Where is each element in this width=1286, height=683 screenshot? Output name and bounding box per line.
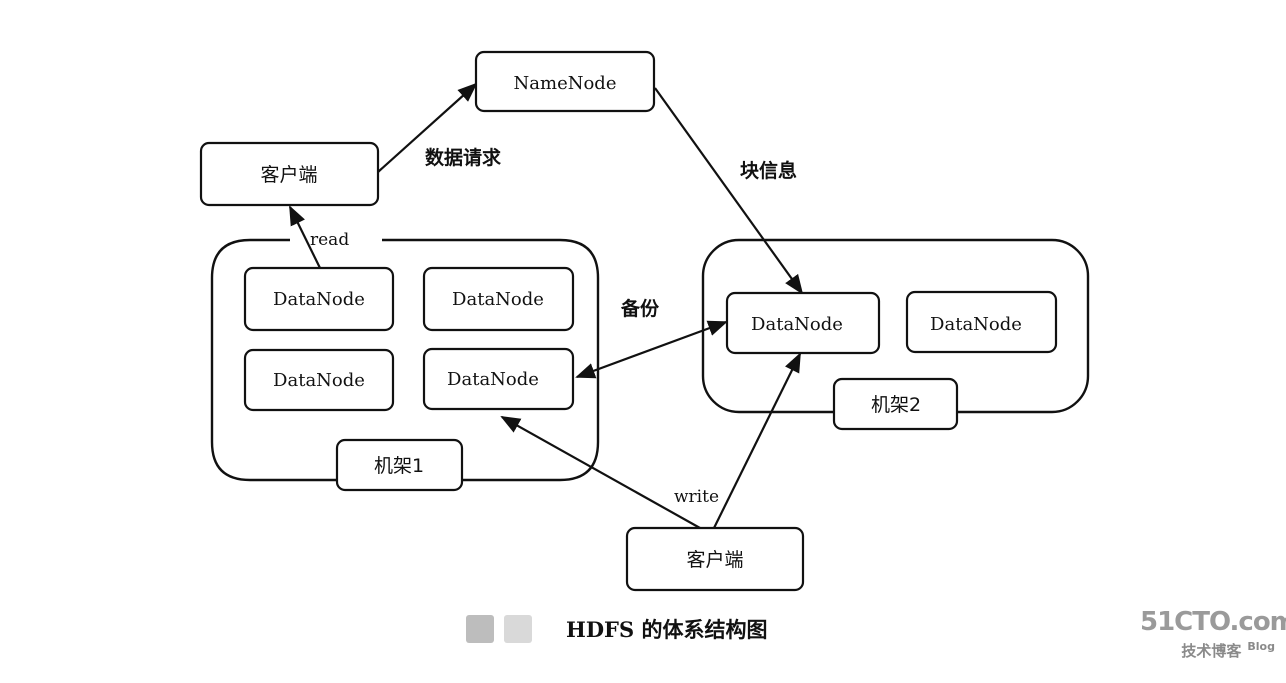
datanode-label: DataNode xyxy=(447,369,539,390)
edge-label-read: read xyxy=(310,230,349,250)
edge-backup xyxy=(575,320,728,379)
datanode-label: DataNode xyxy=(273,370,365,391)
rack1-datanode-4: DataNode xyxy=(422,347,575,411)
watermark-logo: 51CTO.com xyxy=(1140,607,1286,637)
client-top-label: 客户端 xyxy=(260,164,317,186)
caption-text: HDFS 的体系结构图 xyxy=(566,617,768,642)
datanode-label: DataNode xyxy=(751,314,843,335)
edge-label-block-info: 块信息 xyxy=(740,159,797,182)
watermark-blog: Blog xyxy=(1247,640,1275,653)
rack2-label-box: 机架2 xyxy=(832,377,959,431)
rack1-datanode-2: DataNode xyxy=(422,266,575,332)
rack2-datanode-2: DataNode xyxy=(905,290,1058,354)
edge-write-rack1 xyxy=(500,416,701,529)
rack2-datanode-1: DataNode xyxy=(725,291,881,355)
edge-block-info xyxy=(654,87,804,295)
client-bottom-node: 客户端 xyxy=(625,526,805,592)
edge-label-backup: 备份 xyxy=(620,297,660,320)
rack1-label-box: 机架1 xyxy=(335,438,464,492)
datanode-label: DataNode xyxy=(273,289,365,310)
edge-label-data-request: 数据请求 xyxy=(425,146,502,169)
rack1-label: 机架1 xyxy=(374,455,424,477)
edge-label-write: write xyxy=(674,487,719,507)
datanode-label: DataNode xyxy=(930,314,1022,335)
figure-caption: HDFS 的体系结构图 xyxy=(466,612,767,646)
rack2-label: 机架2 xyxy=(871,394,921,416)
watermark: 51CTO.com 技术博客 Blog xyxy=(1140,607,1286,668)
rack1-datanode-1: DataNode xyxy=(243,266,395,332)
watermark-subtitle: 技术博客 xyxy=(1181,642,1242,660)
namenode-node: NameNode xyxy=(474,50,656,113)
edge-data-request xyxy=(377,82,478,173)
datanode-label: DataNode xyxy=(452,289,544,310)
client-bottom-label: 客户端 xyxy=(686,549,743,571)
namenode-label: NameNode xyxy=(514,73,617,94)
rack1-datanode-3: DataNode xyxy=(243,348,395,412)
client-top-node: 客户端 xyxy=(199,141,380,207)
watermark-subtitle-row: 技术博客 Blog xyxy=(1140,636,1275,662)
caption-block-icon xyxy=(466,615,494,643)
edge-read xyxy=(289,205,321,269)
caption-block-icon xyxy=(504,615,532,643)
edge-write-rack2 xyxy=(713,352,801,529)
